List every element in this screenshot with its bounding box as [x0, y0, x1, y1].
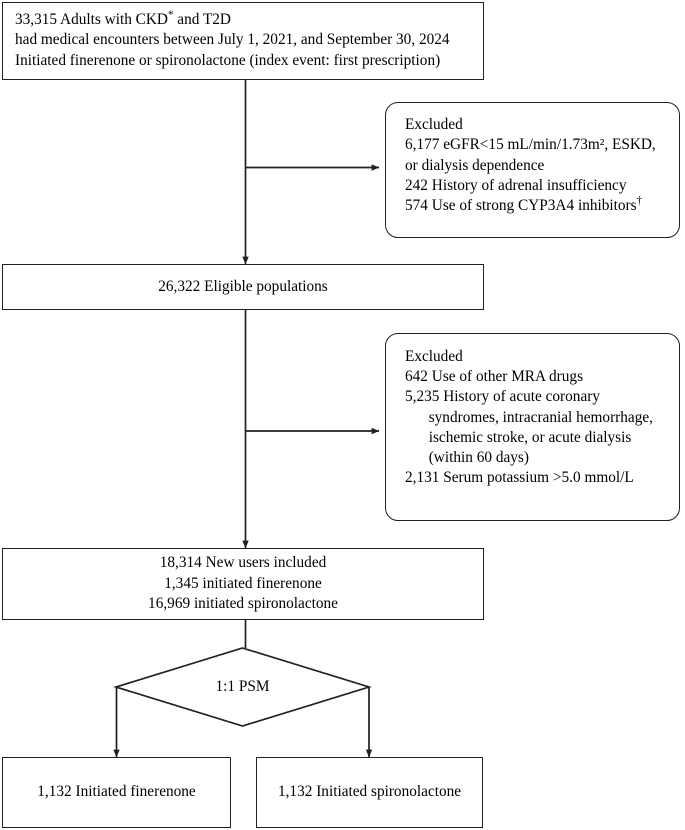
- node-eligible-populations: 26,322 Eligible populations: [2, 264, 484, 310]
- new-users-line-2: 1,345 initiated finerenone: [164, 574, 322, 592]
- exclusion-2-line-2: 5,235 History of acute coronary: [405, 388, 600, 406]
- exclusion-1-line-4: 574 Use of strong CYP3A4 inhibitors†: [405, 195, 643, 215]
- exclusion-2-line-3: syndromes, intracranial hemorrhage,: [428, 408, 653, 426]
- exclusion-1-line-2: or dialysis dependence: [405, 156, 545, 174]
- exclusion-2-heading: Excluded: [405, 348, 463, 365]
- node-cohort-source: 33,315 Adults with CKD* and T2D had medi…: [2, 2, 484, 80]
- node-new-users-included: 18,314 New users included 1,345 initiate…: [2, 548, 484, 620]
- exclusion-2-line-6: 2,131 Serum potassium >5.0 mmol/L: [405, 469, 634, 487]
- exclusion-2-line-4: ischemic stroke, or acute dialysis: [428, 428, 632, 446]
- cohort-source-line-1: 33,315 Adults with CKD* and T2D: [15, 8, 231, 28]
- node-exclusion-2: Excluded 642 Use of other MRA drugs 5,23…: [385, 333, 680, 521]
- asterisk-footnote-marker: *: [167, 8, 174, 21]
- final-finerenone-text: 1,132 Initiated finerenone: [37, 783, 196, 801]
- dagger-footnote-marker: †: [636, 195, 643, 208]
- exclusion-2-line-1: 642 Use of other MRA drugs: [405, 368, 584, 386]
- new-users-line-3: 16,969 initiated spironolactone: [148, 595, 338, 613]
- exclusion-1-heading: Excluded: [405, 116, 463, 133]
- exclusion-1-line-3: 242 History of adrenal insufficiency: [405, 177, 627, 195]
- matching-label: 1:1 PSM: [215, 678, 270, 695]
- exclusion-1-line-1: 6,177 eGFR<15 mL/min/1.73m², ESKD,: [405, 136, 656, 154]
- new-users-line-1: 18,314 New users included: [159, 554, 327, 572]
- node-final-finerenone: 1,132 Initiated finerenone: [2, 757, 231, 828]
- node-matching-diamond: 1:1 PSM: [113, 647, 372, 727]
- node-final-spironolactone: 1,132 Initiated spironolactone: [256, 757, 483, 828]
- final-spironolactone-text: 1,132 Initiated spironolactone: [277, 783, 462, 801]
- eligible-populations-text: 26,322 Eligible populations: [158, 277, 328, 295]
- cohort-source-line-2: had medical encounters between July 1, 2…: [15, 31, 450, 49]
- exclusion-2-line-5: (within 60 days): [428, 448, 529, 466]
- diamond-shape: [113, 647, 372, 727]
- node-exclusion-1: Excluded 6,177 eGFR<15 mL/min/1.73m², ES…: [385, 102, 680, 238]
- cohort-source-line-3: Initiated finerenone or spironolactone (…: [15, 51, 441, 69]
